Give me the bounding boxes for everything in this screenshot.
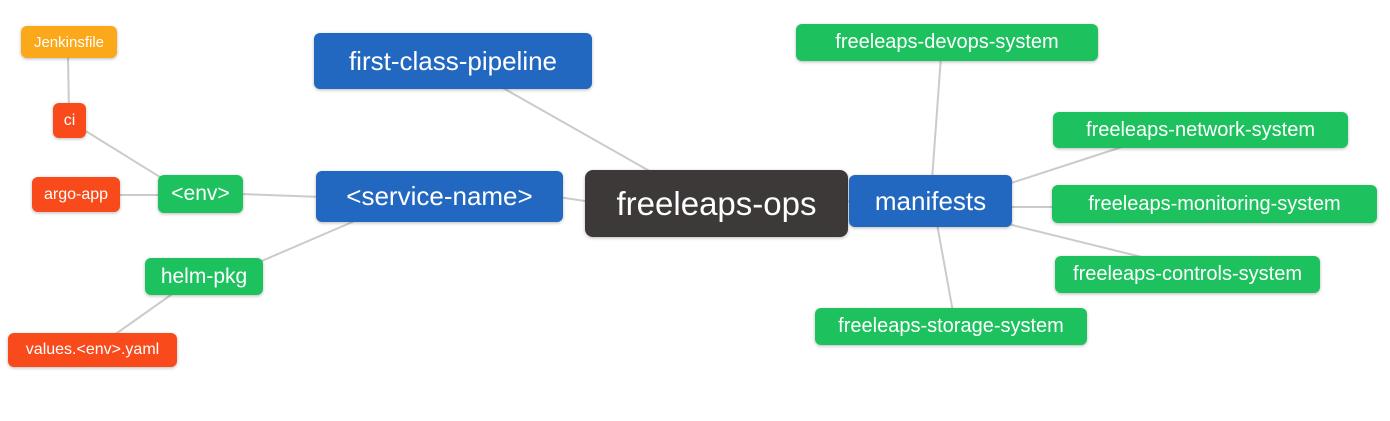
mindmap-node-manifests[interactable]: manifests	[849, 175, 1012, 227]
mindmap-node-first-class-pipeline[interactable]: first-class-pipeline	[314, 33, 592, 89]
mindmap-node-helm-pkg[interactable]: helm-pkg	[145, 258, 263, 295]
mindmap-node-monitoring-system[interactable]: freeleaps-monitoring-system	[1052, 185, 1377, 223]
edge-manifests-controls	[1007, 223, 1163, 263]
mindmap-node-env[interactable]: <env>	[158, 175, 243, 213]
mindmap-node-service-name[interactable]: <service-name>	[316, 171, 563, 222]
mindmap-node-values-env-yaml[interactable]: values.<env>.yaml	[8, 333, 177, 367]
edge-manifests-devops	[931, 55, 942, 181]
edge-manifests-network	[1007, 145, 1126, 185]
mindmap-node-storage-system[interactable]: freeleaps-storage-system	[815, 308, 1087, 345]
edge-ci-env	[83, 129, 169, 183]
edge-pipeline-freeleaps-ops	[502, 87, 661, 178]
mindmap-node-network-system[interactable]: freeleaps-network-system	[1053, 112, 1348, 148]
mindmap-node-controls-system[interactable]: freeleaps-controls-system	[1055, 256, 1320, 293]
mindmap-node-devops-system[interactable]: freeleaps-devops-system	[796, 24, 1098, 61]
mindmap-node-jenkinsfile[interactable]: Jenkinsfile	[21, 26, 117, 58]
edge-manifests-storage	[936, 223, 954, 313]
mindmap-node-freeleaps-ops[interactable]: freeleaps-ops	[585, 170, 848, 237]
edge-service-name-helm-pkg	[249, 219, 358, 267]
edge-helm-pkg-values	[109, 291, 176, 339]
mindmap-node-ci[interactable]: ci	[53, 103, 86, 138]
mindmap-node-argo-app[interactable]: argo-app	[32, 177, 120, 212]
edge-env-service-name	[239, 193, 323, 198]
